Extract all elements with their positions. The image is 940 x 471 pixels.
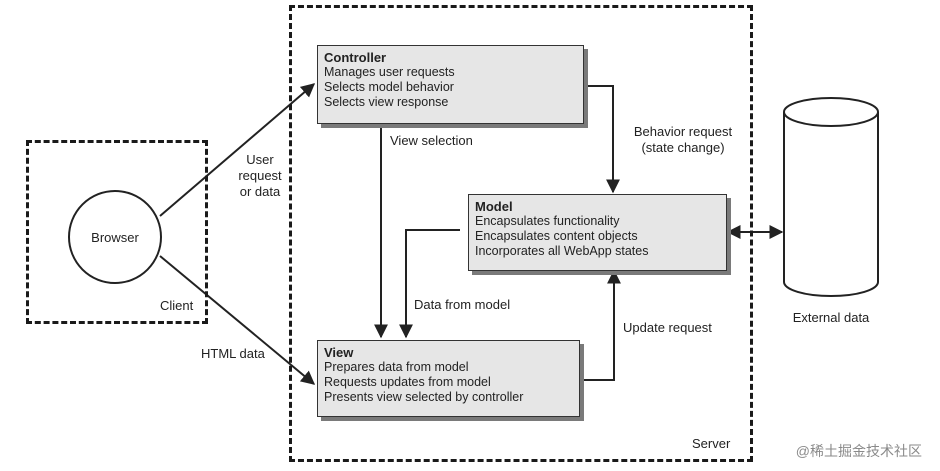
user-request-arrow [159, 83, 316, 217]
model-title: Model [475, 199, 513, 214]
view-line: Prepares data from model [324, 360, 469, 374]
client-label: Client [160, 298, 194, 313]
model-box: Model Encapsulates functionality Encapsu… [468, 194, 727, 271]
data-from-model-arrow [399, 229, 460, 339]
browser-node: Browser [68, 190, 162, 284]
external-data-label: External data [792, 310, 870, 325]
view-box: View Prepares data from model Requests u… [317, 340, 580, 417]
update-request-label: Update request [623, 320, 712, 335]
model-line: Incorporates all WebApp states [475, 244, 649, 258]
watermark-text: @稀土掘金技术社区 [795, 443, 922, 459]
view-selection-label: View selection [390, 133, 473, 148]
controller-line: Selects view response [324, 95, 449, 109]
behavior-request-arrow [586, 85, 620, 194]
controller-box: Controller Manages user requests Selects… [317, 45, 584, 124]
browser-label: Browser [91, 229, 139, 245]
client-region [26, 140, 208, 324]
view-title: View [324, 345, 354, 360]
view-line: Presents view selected by controller [324, 390, 524, 404]
server-region [289, 5, 753, 462]
html-data-arrow [159, 255, 316, 385]
external-data-cylinder [783, 97, 879, 297]
user-request-label: User request or data [238, 152, 282, 199]
data-from-model-label: Data from model [414, 297, 511, 312]
controller-line: Selects model behavior [324, 80, 454, 94]
behavior-request-label: Behavior request (state change) [633, 124, 733, 155]
view-line: Requests updates from model [324, 375, 491, 389]
html-data-label: HTML data [201, 346, 265, 361]
model-line: Encapsulates content objects [475, 229, 638, 243]
server-label: Server [692, 436, 731, 451]
model-line: Encapsulates functionality [475, 214, 620, 228]
controller-title: Controller [324, 50, 387, 65]
controller-line: Manages user requests [324, 65, 455, 79]
update-request-arrow [581, 269, 621, 381]
